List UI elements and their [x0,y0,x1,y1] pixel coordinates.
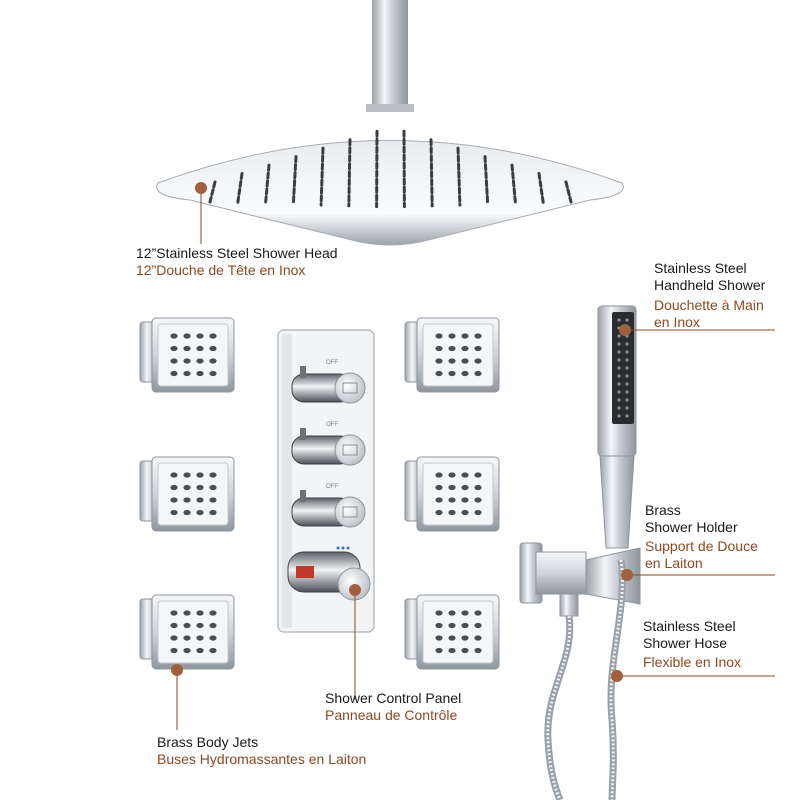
handheld-label-line1: Stainless Steel [654,260,747,276]
handheld-label-line2: Handheld Shower [654,277,766,293]
ceiling-arm [366,0,414,112]
control-panel-label-fr: Panneau de Contrôle [325,707,458,723]
valve-handles [287,366,371,601]
hose-label-line2: Shower Hose [643,635,728,651]
body-jet-icon [404,456,500,532]
body-jet-icon [139,594,235,670]
valve-handle-icon [291,490,366,528]
control-panel-icon [277,329,375,633]
hose-label-fr-line1: Flexible en Inox [643,654,742,670]
callout-marker-icon [171,182,633,682]
body-jet-icon [139,317,235,393]
body-jets-label: Brass Body Jets [157,734,259,750]
shower-head-label: 12”Stainless Steel Shower Head [136,245,338,261]
shower-hose-icon [544,559,626,800]
valve-off-label: OFF [326,484,338,490]
holder-label-line1: Brass [645,502,681,518]
body-jet-icon [404,594,500,670]
valve-off-labels: OFF OFF OFF [326,360,338,490]
valve-handle-icon [291,366,366,404]
hose-label-line1: Stainless Steel [643,618,736,634]
body-jet-icon [139,456,235,532]
shower-head-label-fr: 12”Douche de Tête en Inox [136,262,306,278]
valve-off-label: OFF [326,360,338,366]
holder-label-line2: Shower Holder [645,519,738,535]
holder-label-fr-line1: Support de Douce [645,538,758,554]
valve-handle-icon [287,546,371,601]
valve-off-label: OFF [326,422,338,428]
handheld-shower-icon [597,305,637,549]
holder-label-fr-line2: en Laiton [645,555,703,571]
shower-head-nozzles [208,129,573,209]
control-panel-label: Shower Control Panel [325,690,462,706]
valve-handle-icon [291,428,366,466]
body-jets-label-fr: Buses Hydromassantes en Laiton [157,751,367,767]
body-jet-icon [404,317,500,393]
body-jets-group [139,317,500,670]
handheld-label-fr-line1: Douchette à Main [654,297,764,313]
shower-head-icon [156,129,624,246]
handheld-label-fr-line2: en Inox [654,314,700,330]
